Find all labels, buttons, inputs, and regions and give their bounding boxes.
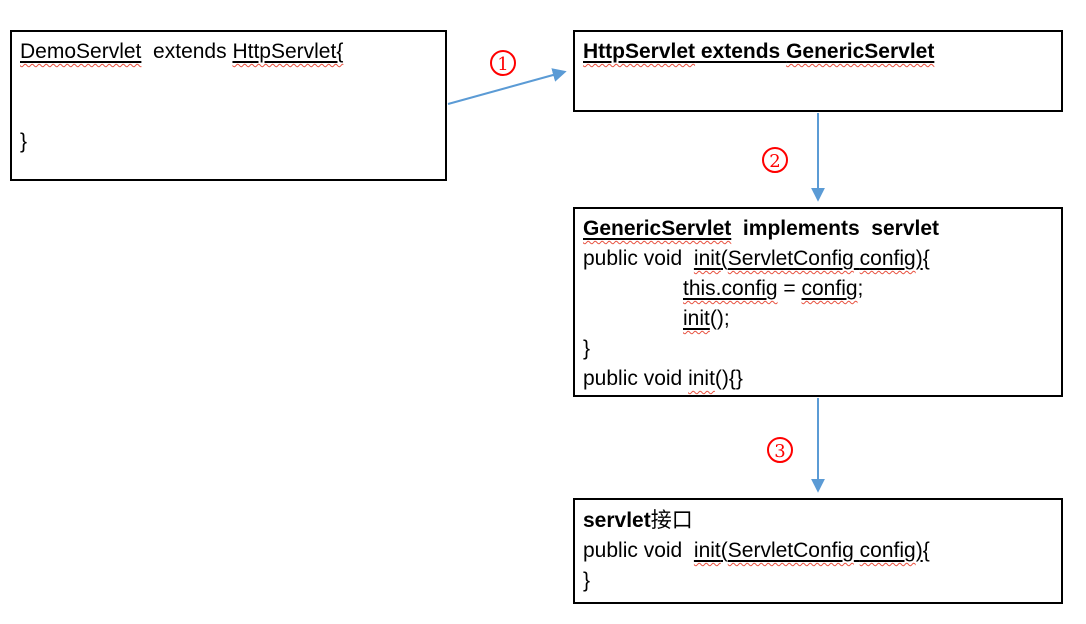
demo-extends-keyword: extends: [141, 40, 233, 63]
servlet-interface-box: servlet接口 public void init(ServletConfig…: [573, 498, 1063, 604]
arrow-1-demo-to-http: [447, 68, 567, 105]
paren-close: ): [915, 539, 923, 562]
generic-servlet-box: GenericServlet implements servlet public…: [573, 207, 1063, 397]
brace-open: {: [922, 539, 930, 562]
http-superclass-name: GenericServlet: [786, 40, 935, 63]
param-type: ServletConfig: [727, 247, 854, 270]
demo-closing-brace: }: [20, 130, 28, 153]
param-type: ServletConfig: [727, 539, 854, 562]
step-3-badge: 3: [767, 437, 793, 463]
config-ref: config: [801, 277, 858, 300]
demo-superclass-name: HttpServlet{: [232, 40, 344, 63]
demo-class-name: DemoServlet: [20, 40, 142, 63]
generic-init-noarg-line: public void init(){}: [583, 364, 1053, 394]
step-1-badge: 1: [490, 50, 516, 76]
method-modifiers: public void: [583, 247, 694, 270]
paren-open: (: [720, 247, 728, 270]
generic-class-name: GenericServlet: [583, 217, 732, 240]
generic-init-call-line: init();: [583, 304, 1053, 334]
demo-servlet-box: DemoServlet extends HttpServlet{ }: [10, 30, 447, 181]
equals-sign: =: [777, 277, 802, 300]
this-config-ref: this.config: [683, 277, 778, 300]
http-declaration-line: HttpServlet extends GenericServlet: [583, 37, 1053, 67]
demo-declaration-line: DemoServlet extends HttpServlet{: [20, 37, 437, 67]
blank-line: [20, 67, 437, 97]
http-servlet-box: HttpServlet extends GenericServlet: [573, 30, 1063, 112]
blank-line: [20, 97, 437, 127]
http-class-name: HttpServlet: [583, 40, 696, 63]
servlet-interface-title: servlet接口: [583, 505, 1053, 536]
method-modifiers: public void: [583, 367, 689, 390]
init-call-name: init: [683, 307, 710, 330]
method-signature-underlined: init(ServletConfig config): [694, 539, 923, 562]
http-declaration-underlined: HttpServlet extends GenericServlet: [583, 40, 934, 63]
generic-assign-config-line: this.config = config;: [583, 274, 1053, 304]
method-body: (){}: [714, 367, 743, 390]
servlet-interface-name: servlet: [583, 509, 651, 532]
http-extends-keyword: extends: [695, 40, 787, 63]
paren-close: ): [915, 247, 923, 270]
method-modifiers: public void: [583, 539, 694, 562]
generic-implements-clause: implements servlet: [731, 217, 940, 240]
servlet-closing-brace: }: [583, 569, 591, 592]
init-call-rest: ();: [709, 307, 730, 330]
semicolon: ;: [857, 277, 864, 300]
interface-cn-label: 接口: [650, 508, 693, 532]
param-name: config: [859, 539, 916, 562]
step-2-badge: 2: [762, 147, 788, 173]
method-name: init: [693, 247, 721, 270]
generic-declaration-line: GenericServlet implements servlet: [583, 214, 1053, 244]
generic-init-config-signature: public void init(ServletConfig config){: [583, 244, 1053, 274]
paren-open: (: [720, 539, 728, 562]
method-name: init: [688, 367, 715, 390]
generic-closing-brace: }: [583, 337, 591, 360]
method-name: init: [693, 539, 721, 562]
param-name: config: [859, 247, 916, 270]
method-signature-underlined: init(ServletConfig config): [694, 247, 923, 270]
brace-open: {: [922, 247, 930, 270]
servlet-init-config-signature: public void init(ServletConfig config){: [583, 536, 1053, 566]
